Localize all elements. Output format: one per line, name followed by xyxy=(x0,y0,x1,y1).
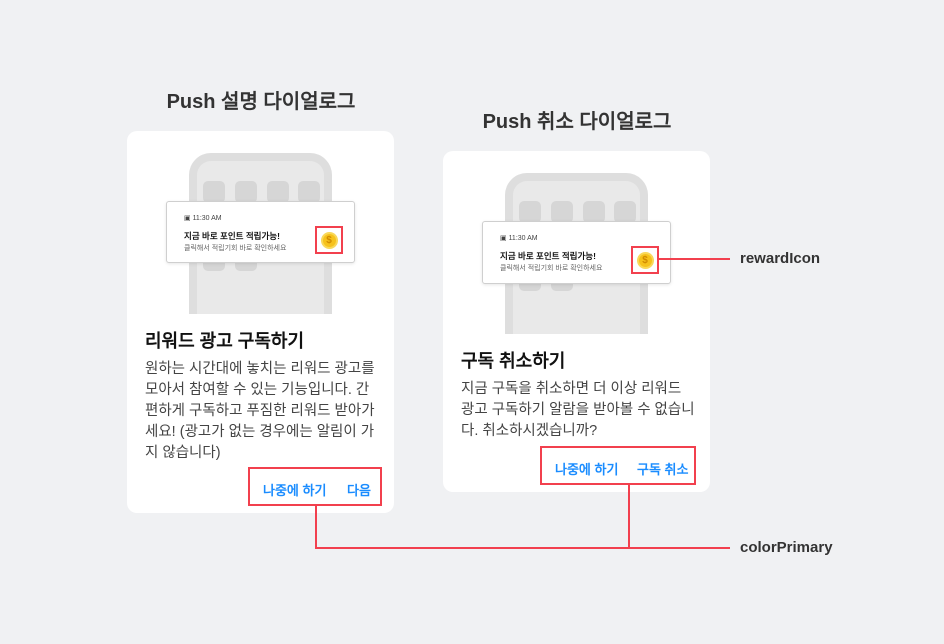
dialog-body: 원하는 시간대에 놓치는 리워드 광고를 모아서 참여할 수 있는 기능입니다.… xyxy=(145,361,375,461)
reward-icon-annotation: rewardIcon xyxy=(740,250,821,267)
next-button[interactable]: 다음 xyxy=(347,483,371,498)
reward-icon-highlight: $ xyxy=(631,246,659,274)
section-title-cancel: Push 취소 다이얼로그 xyxy=(482,111,672,133)
buttons-highlight: 나중에 하기 다음 xyxy=(248,467,382,506)
dialog-title: 구독 취소하기 xyxy=(461,351,566,371)
later-button[interactable]: 나중에 하기 xyxy=(263,483,327,498)
cancel-dialog-card: ▣ 11:30 AM 지금 바로 포인트 적립가능! 클릭해서 적립기회 바로 … xyxy=(443,151,710,492)
color-primary-line-horizontal xyxy=(315,547,730,549)
notification-subtitle: 클릭해서 적립기회 바로 확인하세요 xyxy=(184,245,287,252)
dialog-title: 리워드 광고 구독하기 xyxy=(145,331,305,351)
coin-dollar-icon: $ xyxy=(320,231,338,249)
notification-title: 지금 바로 포인트 적립가능! xyxy=(500,251,596,261)
notification-time: ▣ 11:30 AM xyxy=(184,215,222,222)
notification-subtitle: 클릭해서 적립기회 바로 확인하세요 xyxy=(500,265,603,272)
notification-title: 지금 바로 포인트 적립가능! xyxy=(184,231,280,241)
coin-dollar-icon: $ xyxy=(636,251,654,269)
unsubscribe-button[interactable]: 구독 취소 xyxy=(637,462,689,477)
buttons-highlight: 나중에 하기 구독 취소 xyxy=(540,446,696,485)
explain-dialog-card: ▣ 11:30 AM 지금 바로 포인트 적립가능! 클릭해서 적립기회 바로 … xyxy=(127,131,394,513)
dialog-body: 지금 구독을 취소하면 더 이상 리워드 광고 구독하기 알람을 받아볼 수 없… xyxy=(461,381,695,439)
push-notification: ▣ 11:30 AM 지금 바로 포인트 적립가능! 클릭해서 적립기회 바로 … xyxy=(482,221,671,284)
reward-icon-leader-line xyxy=(658,258,730,260)
color-primary-line-right xyxy=(628,484,630,549)
color-primary-annotation: colorPrimary xyxy=(740,539,833,556)
color-primary-line-left xyxy=(315,505,317,549)
notification-time: ▣ 11:30 AM xyxy=(500,235,538,242)
reward-icon-highlight: $ xyxy=(315,226,343,254)
later-button[interactable]: 나중에 하기 xyxy=(555,462,619,477)
push-notification: ▣ 11:30 AM 지금 바로 포인트 적립가능! 클릭해서 적립기회 바로 … xyxy=(166,201,355,263)
section-title-explain: Push 설명 다이얼로그 xyxy=(166,91,356,113)
